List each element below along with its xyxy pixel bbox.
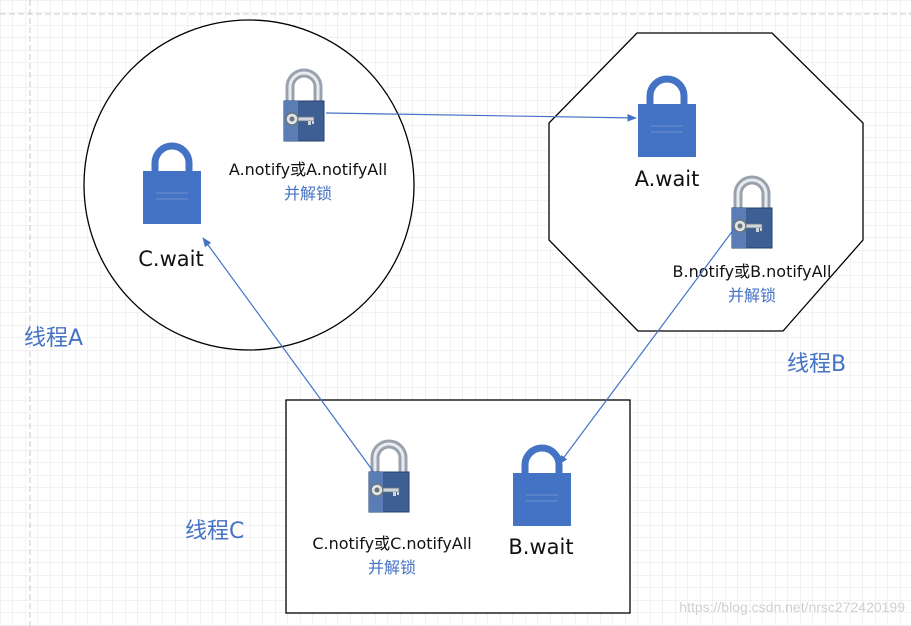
thread-c-rectangle [285, 399, 631, 614]
thread-b-notify-label: B.notify或B.notifyAll [673, 262, 832, 281]
thread-a-title: 线程A [24, 326, 83, 351]
arrow-a-notify-to-a-wait [325, 112, 637, 122]
thread-a-wait-label: C.wait [138, 247, 203, 271]
thread-b-group: A.wait B.notify或B.notifyAll 并解锁 [548, 32, 864, 332]
thread-a-group: C.wait A.notify或A.notifyAll 并解锁 [83, 19, 415, 351]
thread-c-title: 线程C [185, 519, 244, 544]
thread-c-unlock-label: 并解锁 [368, 558, 416, 577]
thread-b-unlock-label: 并解锁 [728, 286, 776, 305]
arrow-c-notify-to-c-wait [202, 237, 374, 472]
thread-b-octagon [548, 32, 864, 332]
watermark-text: https://blog.csdn.net/nrsc272420199 [679, 599, 905, 615]
thread-c-notify-label: C.notify或C.notifyAll [312, 534, 471, 553]
arrow-b-notify-to-b-wait [558, 228, 735, 465]
thread-a-unlock-label: 并解锁 [284, 184, 332, 203]
thread-a-circle [83, 19, 415, 351]
thread-c-wait-label: B.wait [508, 535, 573, 559]
thread-c-group: B.wait C.notify或C.notifyAll 并解锁 [285, 399, 631, 614]
thread-b-wait-label: A.wait [635, 167, 700, 191]
thread-b-title: 线程B [787, 352, 846, 377]
thread-a-notify-label: A.notify或A.notifyAll [229, 160, 387, 179]
